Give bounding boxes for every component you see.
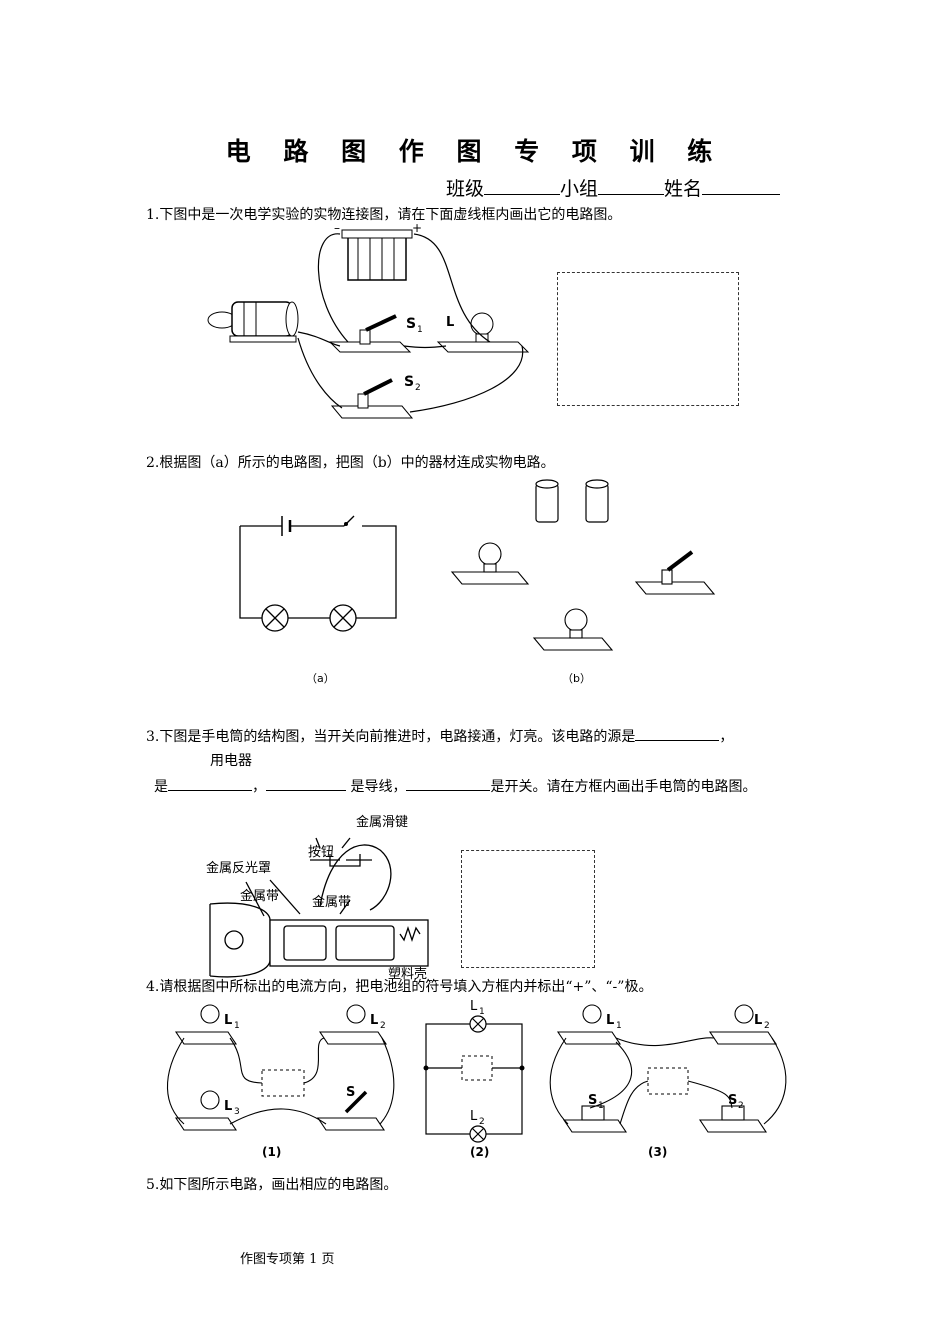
class-label: 班级	[446, 178, 485, 200]
fig3-s1-sub: 1	[598, 1101, 604, 1111]
lamp-board-1-icon	[450, 542, 530, 585]
label-a: （a）	[306, 672, 335, 685]
q3-line3: 是 ， 是导线， 是开关。请在方框内画出手电筒的电路图。	[154, 776, 756, 796]
fig2-caption: (2)	[470, 1145, 489, 1159]
fig3-s1-label: S	[588, 1093, 597, 1108]
s1-subscript: 1	[417, 325, 423, 335]
q5-text: 5.如下图所示电路，画出相应的电路图。	[146, 1177, 398, 1193]
fig2-l2-sub: 2	[479, 1117, 485, 1127]
fig1-l1-sub: 1	[234, 1021, 240, 1031]
fig3-s2-sub: 2	[738, 1101, 744, 1111]
fig2-l1-sub: 1	[479, 1007, 485, 1017]
group-blank[interactable]	[598, 176, 665, 195]
q3-answer-box[interactable]	[461, 850, 595, 968]
fig2-l1-label: L	[470, 999, 478, 1014]
q3-comma2: ，	[252, 779, 266, 795]
label-metal-strip-1: 金属带	[240, 888, 279, 904]
page-title: 电 路 图 作 图 专 项 训 练	[225, 137, 725, 166]
q3-is-wire: 是导线，	[350, 779, 407, 795]
label-metal-strip-2: 金属带	[312, 894, 351, 910]
fig1-caption: (1)	[262, 1145, 281, 1159]
motor-icon	[207, 301, 299, 343]
q3-blank-source[interactable]	[635, 728, 720, 741]
q3-blank-wire[interactable]	[266, 778, 346, 791]
group-label: 小组	[560, 178, 599, 200]
fig1-l3-sub: 3	[234, 1107, 240, 1117]
switch-s1-icon	[328, 314, 412, 353]
s2-label: S	[404, 374, 414, 390]
fig1-battery-box[interactable]	[261, 1069, 305, 1097]
batteries-icon	[535, 479, 609, 523]
label-b: （b）	[562, 672, 591, 685]
fig1-l1-label: L	[224, 1013, 232, 1028]
fig3-caption: (3)	[648, 1145, 667, 1159]
class-blank[interactable]	[484, 176, 561, 195]
battery-pack-icon	[341, 229, 413, 281]
q1-text: 1.下图中是一次电学实验的实物连接图，请在下面虚线框内画出它的电路图。	[146, 207, 622, 223]
q3-line1: 3.下图是手电筒的结构图，当开关向前推进时，电路接通，灯亮。该电路的源是 ，	[146, 726, 733, 746]
q4-text: 4.请根据图中所标出的电流方向，把电池组的符号填入方框内并标出“+”、“-”极。	[146, 979, 653, 995]
s1-label: S	[406, 316, 416, 332]
label-button: 按钮	[308, 845, 334, 860]
q1-answer-box[interactable]	[557, 272, 739, 406]
student-info: 班级 小组 姓名	[446, 174, 781, 201]
circuit-a-diagram	[239, 515, 397, 632]
battery-plus-label: +	[412, 221, 422, 235]
switch-board-icon	[634, 550, 716, 595]
switch-s2-icon	[330, 378, 414, 419]
label-metal-slider: 金属滑键	[356, 814, 408, 830]
page-footer: 作图专项第 1 页	[240, 1252, 335, 1267]
fig1-l3-label: L	[224, 1099, 232, 1114]
fig3-battery-box[interactable]	[647, 1067, 689, 1095]
fig2-circuit	[425, 1015, 523, 1143]
name-label: 姓名	[664, 178, 703, 200]
q3-blank-switch[interactable]	[406, 778, 491, 791]
flashlight-diagram: 金属滑键 按钮 金属反光罩 金属带 金属带 塑料壳	[206, 814, 429, 982]
fig3-s2-label: S	[728, 1093, 737, 1108]
label-plastic-shell: 塑料壳	[388, 967, 427, 982]
fig3-l1-sub: 1	[616, 1021, 622, 1031]
label-reflector: 金属反光罩	[206, 860, 271, 876]
fig1-l2-sub: 2	[380, 1021, 386, 1031]
fig1-components	[174, 1004, 388, 1131]
lamp-board-2-icon	[532, 608, 614, 651]
name-blank[interactable]	[702, 176, 781, 195]
q3-line2: 用电器	[210, 753, 252, 769]
q3-is-switch: 是开关。请在方框内画出手电筒的电路图。	[490, 779, 757, 795]
lamp-l-icon	[436, 312, 530, 353]
q3-comma: ，	[719, 729, 734, 745]
fig3-l1-label: L	[606, 1013, 614, 1028]
fig2-l2-label: L	[470, 1109, 478, 1124]
q3-sentence: 3.下图是手电筒的结构图，当开关向前推进时，电路接通，灯亮。该电路的源是	[146, 729, 636, 745]
fig1-l2-label: L	[370, 1013, 378, 1028]
fig3-components	[556, 1004, 778, 1133]
q2-text: 2.根据图（a）所示的电路图，把图（b）中的器材连成实物电路。	[146, 455, 555, 471]
fig1-s-label: S	[346, 1085, 355, 1100]
battery-minus-label: –	[334, 221, 340, 235]
s2-subscript: 2	[415, 383, 421, 393]
fig2-battery-box[interactable]	[461, 1055, 493, 1081]
fig3-l2-sub: 2	[764, 1021, 770, 1031]
q3-blank-appliance[interactable]	[168, 778, 252, 791]
fig3-l2-label: L	[754, 1013, 762, 1028]
l-label: L	[446, 315, 454, 330]
q3-is: 是	[154, 779, 168, 795]
q1-physical-circuit: – + S 1 L S 2	[207, 221, 530, 419]
q2-figures: （a） （b）	[239, 479, 716, 685]
q1-wires	[297, 233, 524, 413]
